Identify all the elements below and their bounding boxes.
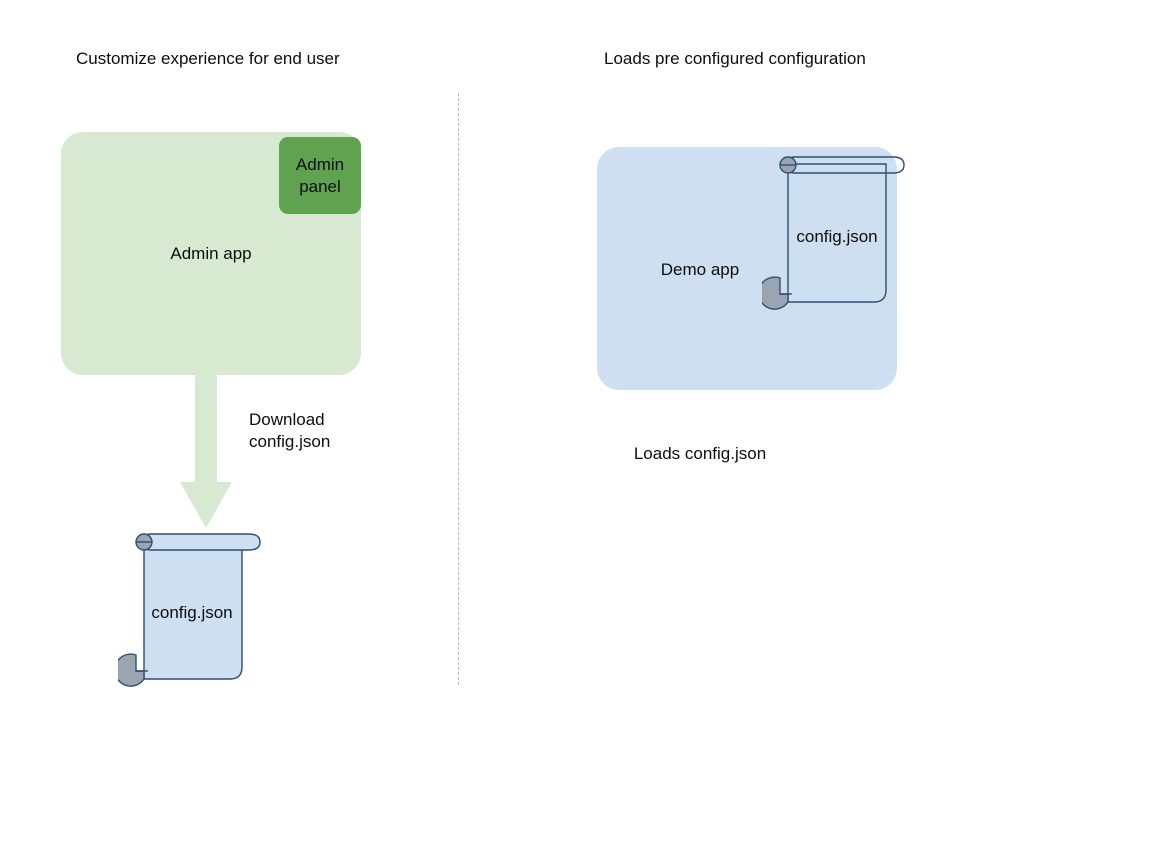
column-divider	[458, 93, 459, 685]
download-arrow-label: Download config.json	[249, 410, 331, 451]
demo-app-label: Demo app	[660, 260, 740, 279]
config-json-label-left: config.json	[151, 603, 233, 622]
left-column-title: Customize experience for end user	[76, 49, 340, 68]
right-column-title: Loads pre configured configuration	[604, 49, 866, 68]
admin-app-label: Admin app	[170, 244, 252, 263]
admin-panel-badge[interactable]: Admin panel	[279, 137, 361, 214]
demo-app-box[interactable]	[597, 147, 897, 390]
admin-panel-label: Admin panel	[295, 154, 345, 196]
download-arrow-icon	[180, 372, 232, 528]
config-json-document-right[interactable]	[762, 148, 922, 318]
loads-config-caption: Loads config.json	[633, 444, 767, 463]
config-json-label-right: config.json	[796, 227, 878, 246]
config-json-document-left[interactable]	[118, 525, 278, 695]
